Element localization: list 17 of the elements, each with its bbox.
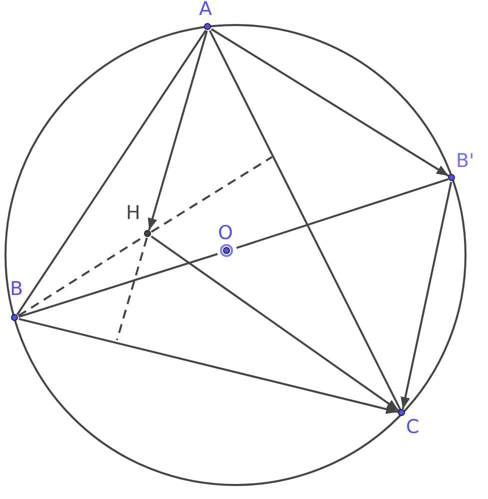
dashed-line xyxy=(150,156,273,233)
arrow xyxy=(148,30,208,230)
arrow xyxy=(210,28,450,177)
line-segment xyxy=(236,178,448,249)
point-label: A xyxy=(199,0,212,19)
arrow xyxy=(150,235,400,412)
point-label: B xyxy=(10,280,24,299)
dashed-line xyxy=(116,238,148,340)
point-label: B' xyxy=(456,152,474,171)
arrow xyxy=(400,182,452,410)
point-label: O xyxy=(218,224,233,243)
line-segment xyxy=(18,253,218,318)
point-label: H xyxy=(126,204,140,223)
point-label: C xyxy=(406,418,420,437)
arrow xyxy=(18,318,398,414)
line-segment xyxy=(16,30,207,316)
line-segment xyxy=(208,30,402,410)
